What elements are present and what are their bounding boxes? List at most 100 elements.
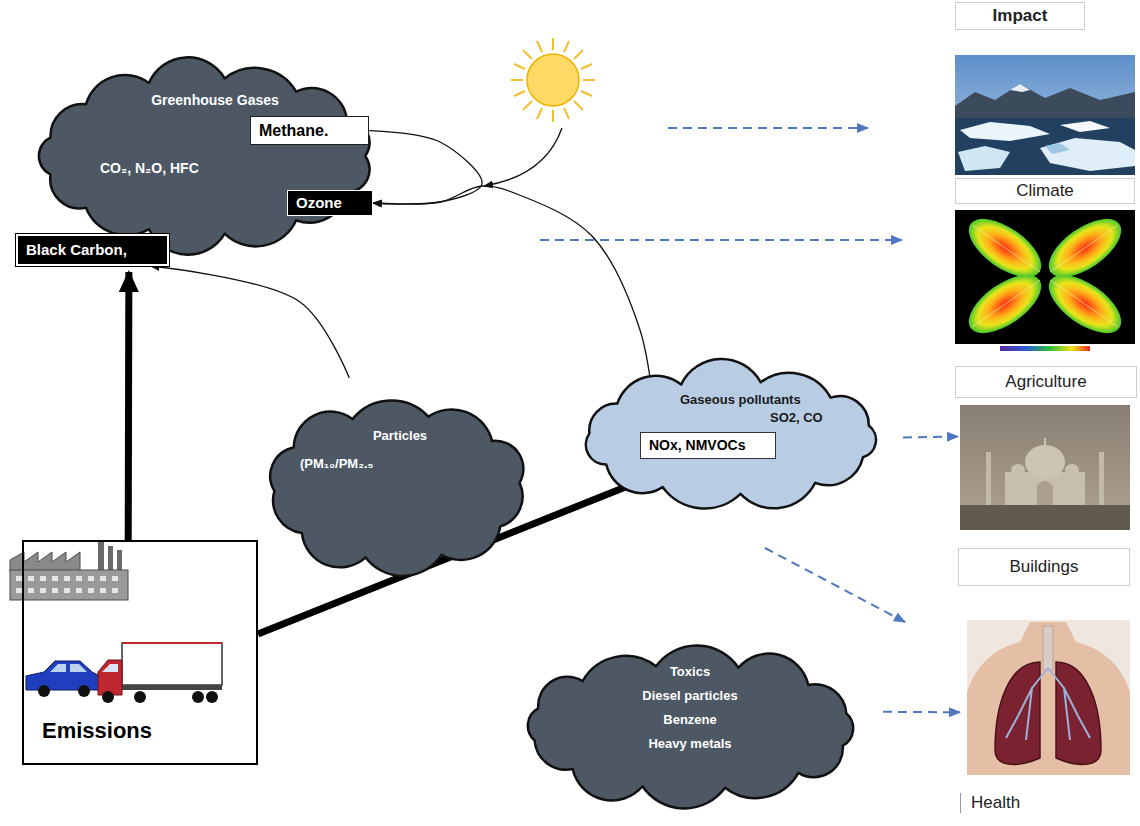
pollutant-cloud: ToxicsDiesel particlesBenzeneHeavy metal… — [498, 632, 883, 822]
impact-heading: Impact — [955, 2, 1085, 30]
pollutant-cloud: Particles (PM₁₀/PM₂.₅ — [238, 378, 556, 596]
pollutant-box: Methane. — [250, 116, 369, 145]
pollutant-box: NOx, NMVOCs — [640, 432, 776, 459]
leaf-heatmap — [959, 208, 1051, 289]
cloud-label: Toxics — [670, 664, 710, 680]
box-label: Impact — [956, 6, 1084, 26]
cloud-label: Benzene — [663, 712, 716, 728]
factory-icon — [76, 588, 82, 593]
box-label: Ozone — [296, 194, 342, 212]
leaf-heatmap — [955, 344, 1135, 356]
climate-photo — [960, 122, 1050, 141]
lungs-illustration — [967, 622, 1130, 775]
monument-photo — [960, 405, 1130, 530]
factory-icon — [76, 576, 82, 581]
factory-icon — [52, 588, 58, 593]
sun-symbol — [581, 91, 592, 96]
impact-panel: Agriculture — [955, 210, 1137, 400]
box-label: NOx, NMVOCs — [649, 437, 745, 454]
climate-photo — [1045, 143, 1070, 154]
cloud-label: CO₂, N₂O, HFC — [100, 160, 199, 177]
sun-symbol — [583, 79, 595, 81]
car-icon — [38, 685, 50, 697]
truck-icon — [122, 642, 222, 644]
leaf-heatmap — [972, 280, 1040, 327]
factory-icon — [112, 576, 118, 581]
climate-photo — [1060, 121, 1110, 132]
connector-arrow — [373, 186, 657, 432]
cloud-outline — [528, 646, 853, 809]
pollutant-box: Ozone — [287, 190, 373, 216]
lungs-illustration — [967, 620, 1130, 775]
leaf-heatmap — [972, 225, 1118, 327]
impact-panel: Health — [960, 618, 1132, 823]
lungs-illustration — [1043, 626, 1053, 670]
factory-icon — [98, 542, 104, 572]
truck-icon — [206, 691, 218, 703]
impact-arrow — [540, 128, 905, 622]
panel-label: Health — [960, 793, 1050, 813]
factory-icon — [10, 542, 128, 600]
impact-arrow — [668, 127, 868, 129]
cloud-label: Gaseous pollutants — [680, 392, 801, 408]
sun-symbol — [537, 108, 542, 119]
cloud-label: Particles — [373, 428, 427, 444]
factory-icon — [88, 576, 94, 581]
car-icon — [78, 685, 90, 697]
impact-panel: Climate — [955, 55, 1135, 207]
pollutant-cloud: Gaseous pollutantsSO2, CONOx, NMVOCs — [558, 350, 903, 525]
sun-symbol — [514, 91, 525, 96]
factory-icon — [112, 588, 118, 593]
sun-symbol — [564, 41, 569, 52]
sun-symbol — [527, 54, 579, 106]
cloud-label: (PM₁₀/PM₂.₅ — [300, 456, 374, 472]
factory-icon — [52, 576, 58, 581]
factory-icon — [108, 546, 113, 572]
factory-icon — [117, 550, 122, 572]
truck-icon — [102, 691, 114, 703]
sun-symbol — [574, 50, 583, 59]
emissions-box: Emissions — [22, 540, 258, 765]
car-icon — [26, 661, 100, 690]
car-icon — [26, 661, 100, 697]
sun-symbol — [511, 38, 595, 122]
panel-label: Climate — [955, 178, 1135, 204]
factory-icon — [16, 576, 118, 593]
sun-symbol — [511, 38, 595, 122]
connector-arrow — [151, 266, 350, 378]
lungs-illustration — [967, 620, 1130, 775]
monument-photo — [960, 405, 1130, 530]
factory-icon — [28, 576, 34, 581]
factory-icon — [40, 588, 46, 593]
climate-photo — [955, 118, 1135, 175]
climate-photo — [955, 84, 1135, 122]
sun-symbol — [564, 108, 569, 119]
factory-icon — [10, 570, 128, 600]
cloud-label: Greenhouse Gases — [151, 92, 279, 109]
truck-icon — [98, 660, 122, 695]
factory-icon — [10, 552, 80, 572]
cloud-label: Diesel particles — [642, 688, 737, 704]
sun-symbol — [511, 79, 523, 81]
leaf-heatmap — [1050, 225, 1118, 272]
box-label: Methane. — [259, 121, 328, 140]
sun-symbol — [523, 101, 532, 110]
sun-symbol — [574, 101, 583, 110]
leaf-heatmap — [1050, 280, 1118, 327]
cloud-outline — [39, 57, 370, 254]
factory-icon — [64, 576, 70, 581]
truck-icon — [122, 643, 222, 685]
climate-photo — [1040, 138, 1135, 171]
cloud-label: Heavy metals — [648, 736, 731, 752]
factory-icon — [100, 588, 106, 593]
climate-photo — [955, 55, 1135, 175]
leaf-heatmap — [972, 225, 1040, 272]
sun-symbol — [552, 110, 554, 122]
climate-photo — [1010, 84, 1030, 92]
climate-photo — [958, 146, 1010, 171]
lungs-illustration — [995, 662, 1040, 765]
truck-icon — [134, 691, 146, 703]
cloud-outline — [270, 400, 523, 575]
